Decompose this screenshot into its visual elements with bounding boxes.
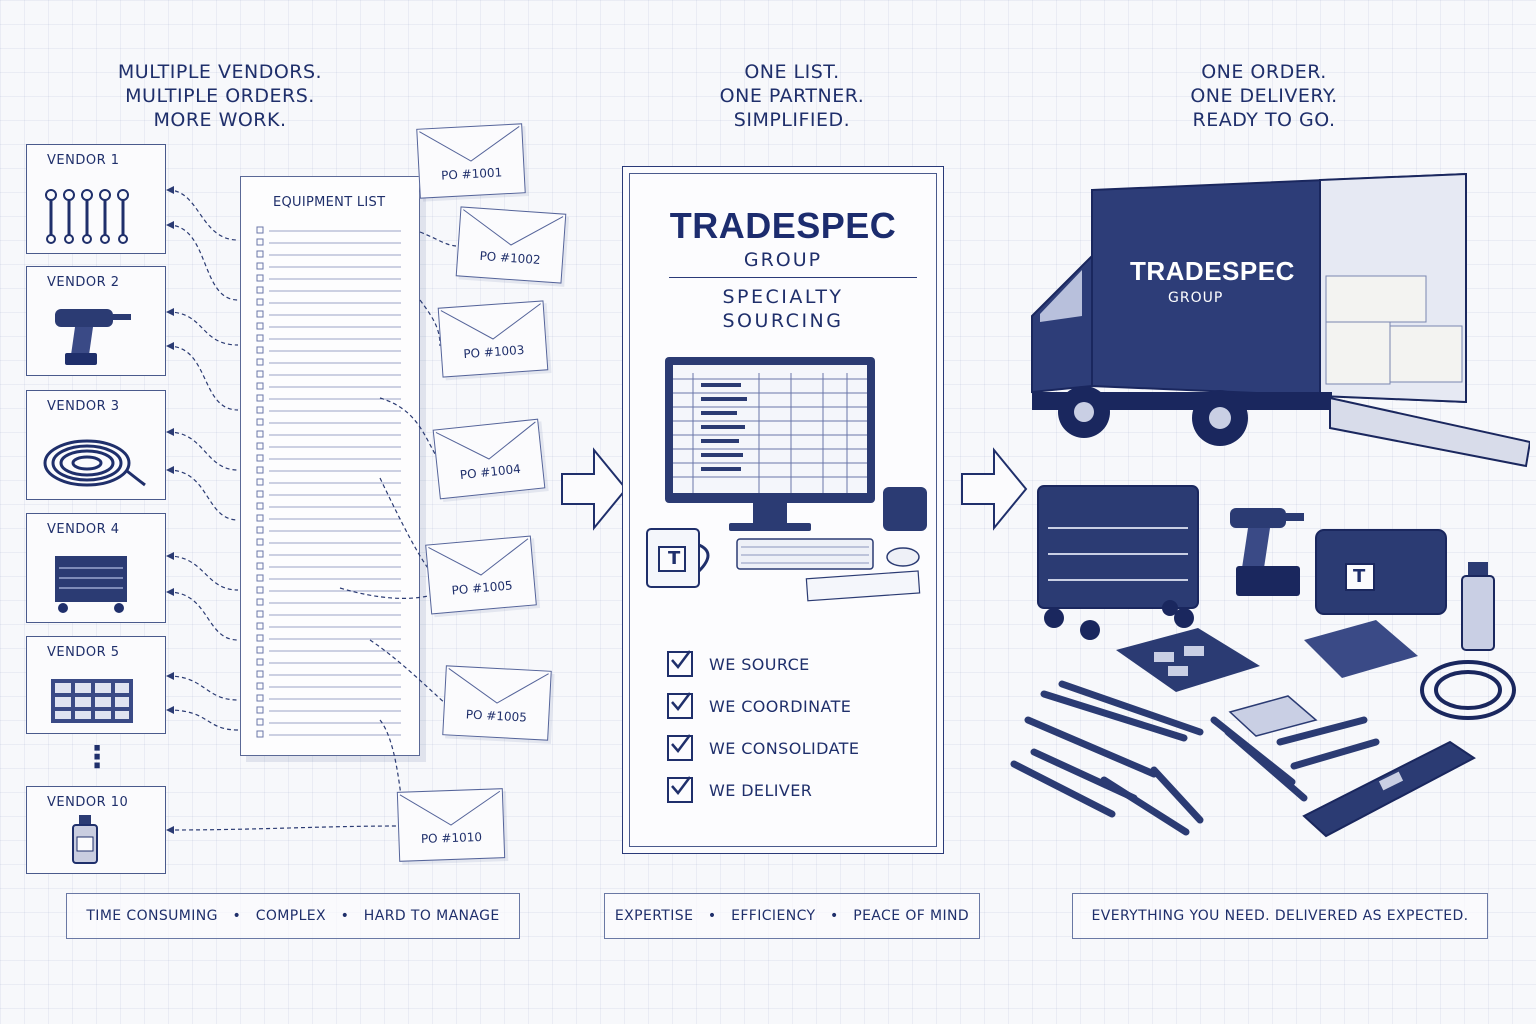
checkmark-icon	[667, 734, 693, 761]
vendor-label: VENDOR 5	[47, 645, 120, 660]
checklist-item-coordinate: WE COORDINATE	[667, 692, 852, 719]
tradespec-panel: TRADESPEC GROUP SPECIALTY SOURCING T WE …	[622, 166, 944, 854]
parts-organizer-icon	[51, 679, 133, 723]
purchase-order-4: PO #1004	[432, 418, 546, 500]
right-footer: EVERYTHING YOU NEED. DELIVERED AS EXPECT…	[1072, 893, 1488, 939]
left-footer: TIME CONSUMING • COMPLEX • HARD TO MANAG…	[66, 893, 520, 939]
vendor-label: VENDOR 4	[47, 522, 120, 537]
checklist-item-consolidate: WE CONSOLIDATE	[667, 734, 860, 761]
tagline: SPECIALTY SOURCING	[623, 285, 943, 333]
vendor-box-10: VENDOR 10	[26, 786, 166, 874]
computer-illustration	[646, 357, 927, 602]
tool-cart-icon	[55, 556, 127, 613]
envelope-icon	[448, 668, 549, 704]
envelope-icon	[419, 126, 520, 162]
right-headline-line-1: ONE ORDER.	[1201, 61, 1327, 83]
envelope-icon	[399, 790, 501, 826]
middle-headline-line-1: ONE LIST.	[744, 61, 840, 83]
equipment-spread-illustration	[1010, 485, 1516, 838]
panel-inner-border	[629, 173, 937, 847]
middle-headline: ONE LIST. ONE PARTNER. SIMPLIFIED.	[632, 60, 952, 132]
checkmark-icon	[667, 650, 693, 677]
arrow-right-icon	[561, 447, 628, 531]
equipment-list: EQUIPMENT LIST	[240, 176, 420, 756]
envelope-icon	[463, 209, 564, 246]
purchase-order-1: PO #1001	[416, 123, 526, 199]
vendor-label: VENDOR 1	[47, 153, 120, 168]
left-headline-line-1: MULTIPLE VENDORS.	[117, 61, 323, 83]
left-headline: MULTIPLE VENDORS. MULTIPLE ORDERS. MORE …	[60, 60, 380, 132]
tagline-line-2: SOURCING	[722, 310, 844, 332]
checkmark-icon	[667, 776, 693, 803]
drill-icon	[55, 309, 131, 365]
right-headline-line-3: READY TO GO.	[1192, 109, 1336, 131]
brand-name: TRADESPEC	[669, 205, 897, 246]
vendor-label: VENDOR 2	[47, 275, 120, 290]
middle-headline-line-2: ONE PARTNER.	[719, 85, 865, 107]
delivery-truck-illustration	[1031, 172, 1530, 468]
brand-group: GROUP	[743, 249, 823, 271]
equipment-list-title: EQUIPMENT LIST	[273, 195, 386, 210]
checklist-item-source: WE SOURCE	[667, 650, 810, 677]
left-headline-line-3: MORE WORK.	[153, 109, 287, 131]
purchase-order-3: PO #1003	[437, 300, 549, 378]
checkmark-icon	[667, 692, 693, 719]
checklist-label: WE CONSOLIDATE	[709, 738, 860, 758]
purchase-order-7: PO #1010	[396, 788, 506, 862]
right-headline-line-2: ONE DELIVERY.	[1190, 85, 1338, 107]
vendor-box-5: VENDOR 5	[26, 636, 166, 734]
checklist-label: WE SOURCE	[709, 654, 810, 674]
cable-coil-icon	[43, 439, 146, 487]
bottle-icon	[72, 815, 98, 864]
equipment-list-lines	[256, 226, 401, 738]
checklist-label: WE DELIVER	[709, 780, 813, 800]
vendor-label: VENDOR 3	[47, 399, 120, 414]
vendor-label: VENDOR 10	[47, 795, 129, 810]
purchase-order-5: PO #1005	[425, 535, 537, 615]
truck-brand: TRADESPEC	[1130, 256, 1295, 286]
right-headline: ONE ORDER. ONE DELIVERY. READY TO GO.	[1104, 60, 1424, 132]
case-letter: T	[1353, 566, 1366, 587]
middle-headline-line-3: SIMPLIFIED.	[733, 109, 851, 131]
vendor-ellipsis: ⋮	[82, 740, 112, 775]
brand-divider	[669, 277, 917, 278]
purchase-order-2: PO #1002	[455, 206, 567, 284]
checklist-label: WE COORDINATE	[709, 696, 852, 716]
envelope-icon	[435, 421, 536, 460]
middle-footer: EXPERTISE • EFFICIENCY • PEACE OF MIND	[604, 893, 980, 939]
wrench-icon	[45, 189, 129, 244]
vendor-box-4: VENDOR 4	[26, 513, 166, 623]
mug-letter: T	[668, 548, 681, 569]
left-headline-line-2: MULTIPLE ORDERS.	[125, 85, 315, 107]
truck-group: GROUP	[1168, 290, 1224, 306]
tagline-line-1: SPECIALTY	[722, 286, 844, 308]
envelope-icon	[428, 538, 529, 576]
vendor-box-2: VENDOR 2	[26, 266, 166, 376]
arrow-right-icon	[961, 447, 1028, 531]
vendor-box-3: VENDOR 3	[26, 390, 166, 500]
purchase-order-6: PO #1005	[442, 665, 552, 741]
envelope-icon	[440, 303, 541, 340]
checklist-item-deliver: WE DELIVER	[667, 776, 813, 803]
vendor-box-1: VENDOR 1	[26, 144, 166, 254]
